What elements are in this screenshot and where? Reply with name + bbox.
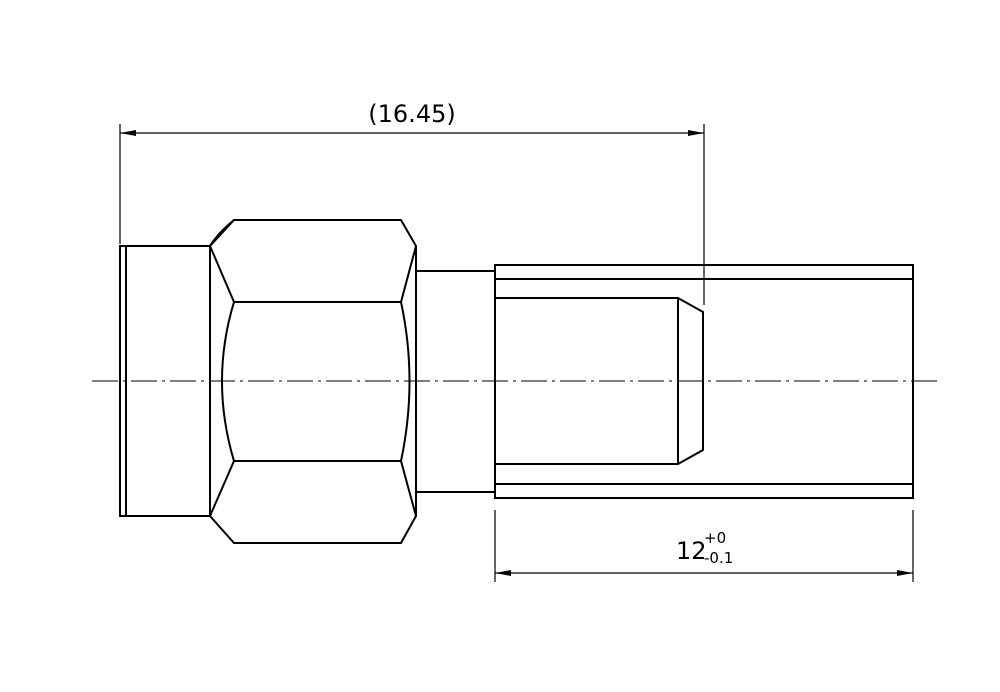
crimp-length-tolerance-upper: +0	[704, 529, 726, 547]
connector-neck	[416, 270, 495, 493]
dimension-overall: (16.45)	[119, 100, 705, 305]
crimp-length-tolerance-lower: -0.1	[704, 549, 733, 567]
overall-length-label: (16.45)	[368, 100, 455, 128]
hex-nut	[209, 219, 417, 544]
dimension-crimp-length: 12 +0 -0.1	[494, 510, 914, 582]
knurled-barrel	[494, 297, 704, 465]
crimp-length-nominal: 12	[676, 537, 707, 565]
